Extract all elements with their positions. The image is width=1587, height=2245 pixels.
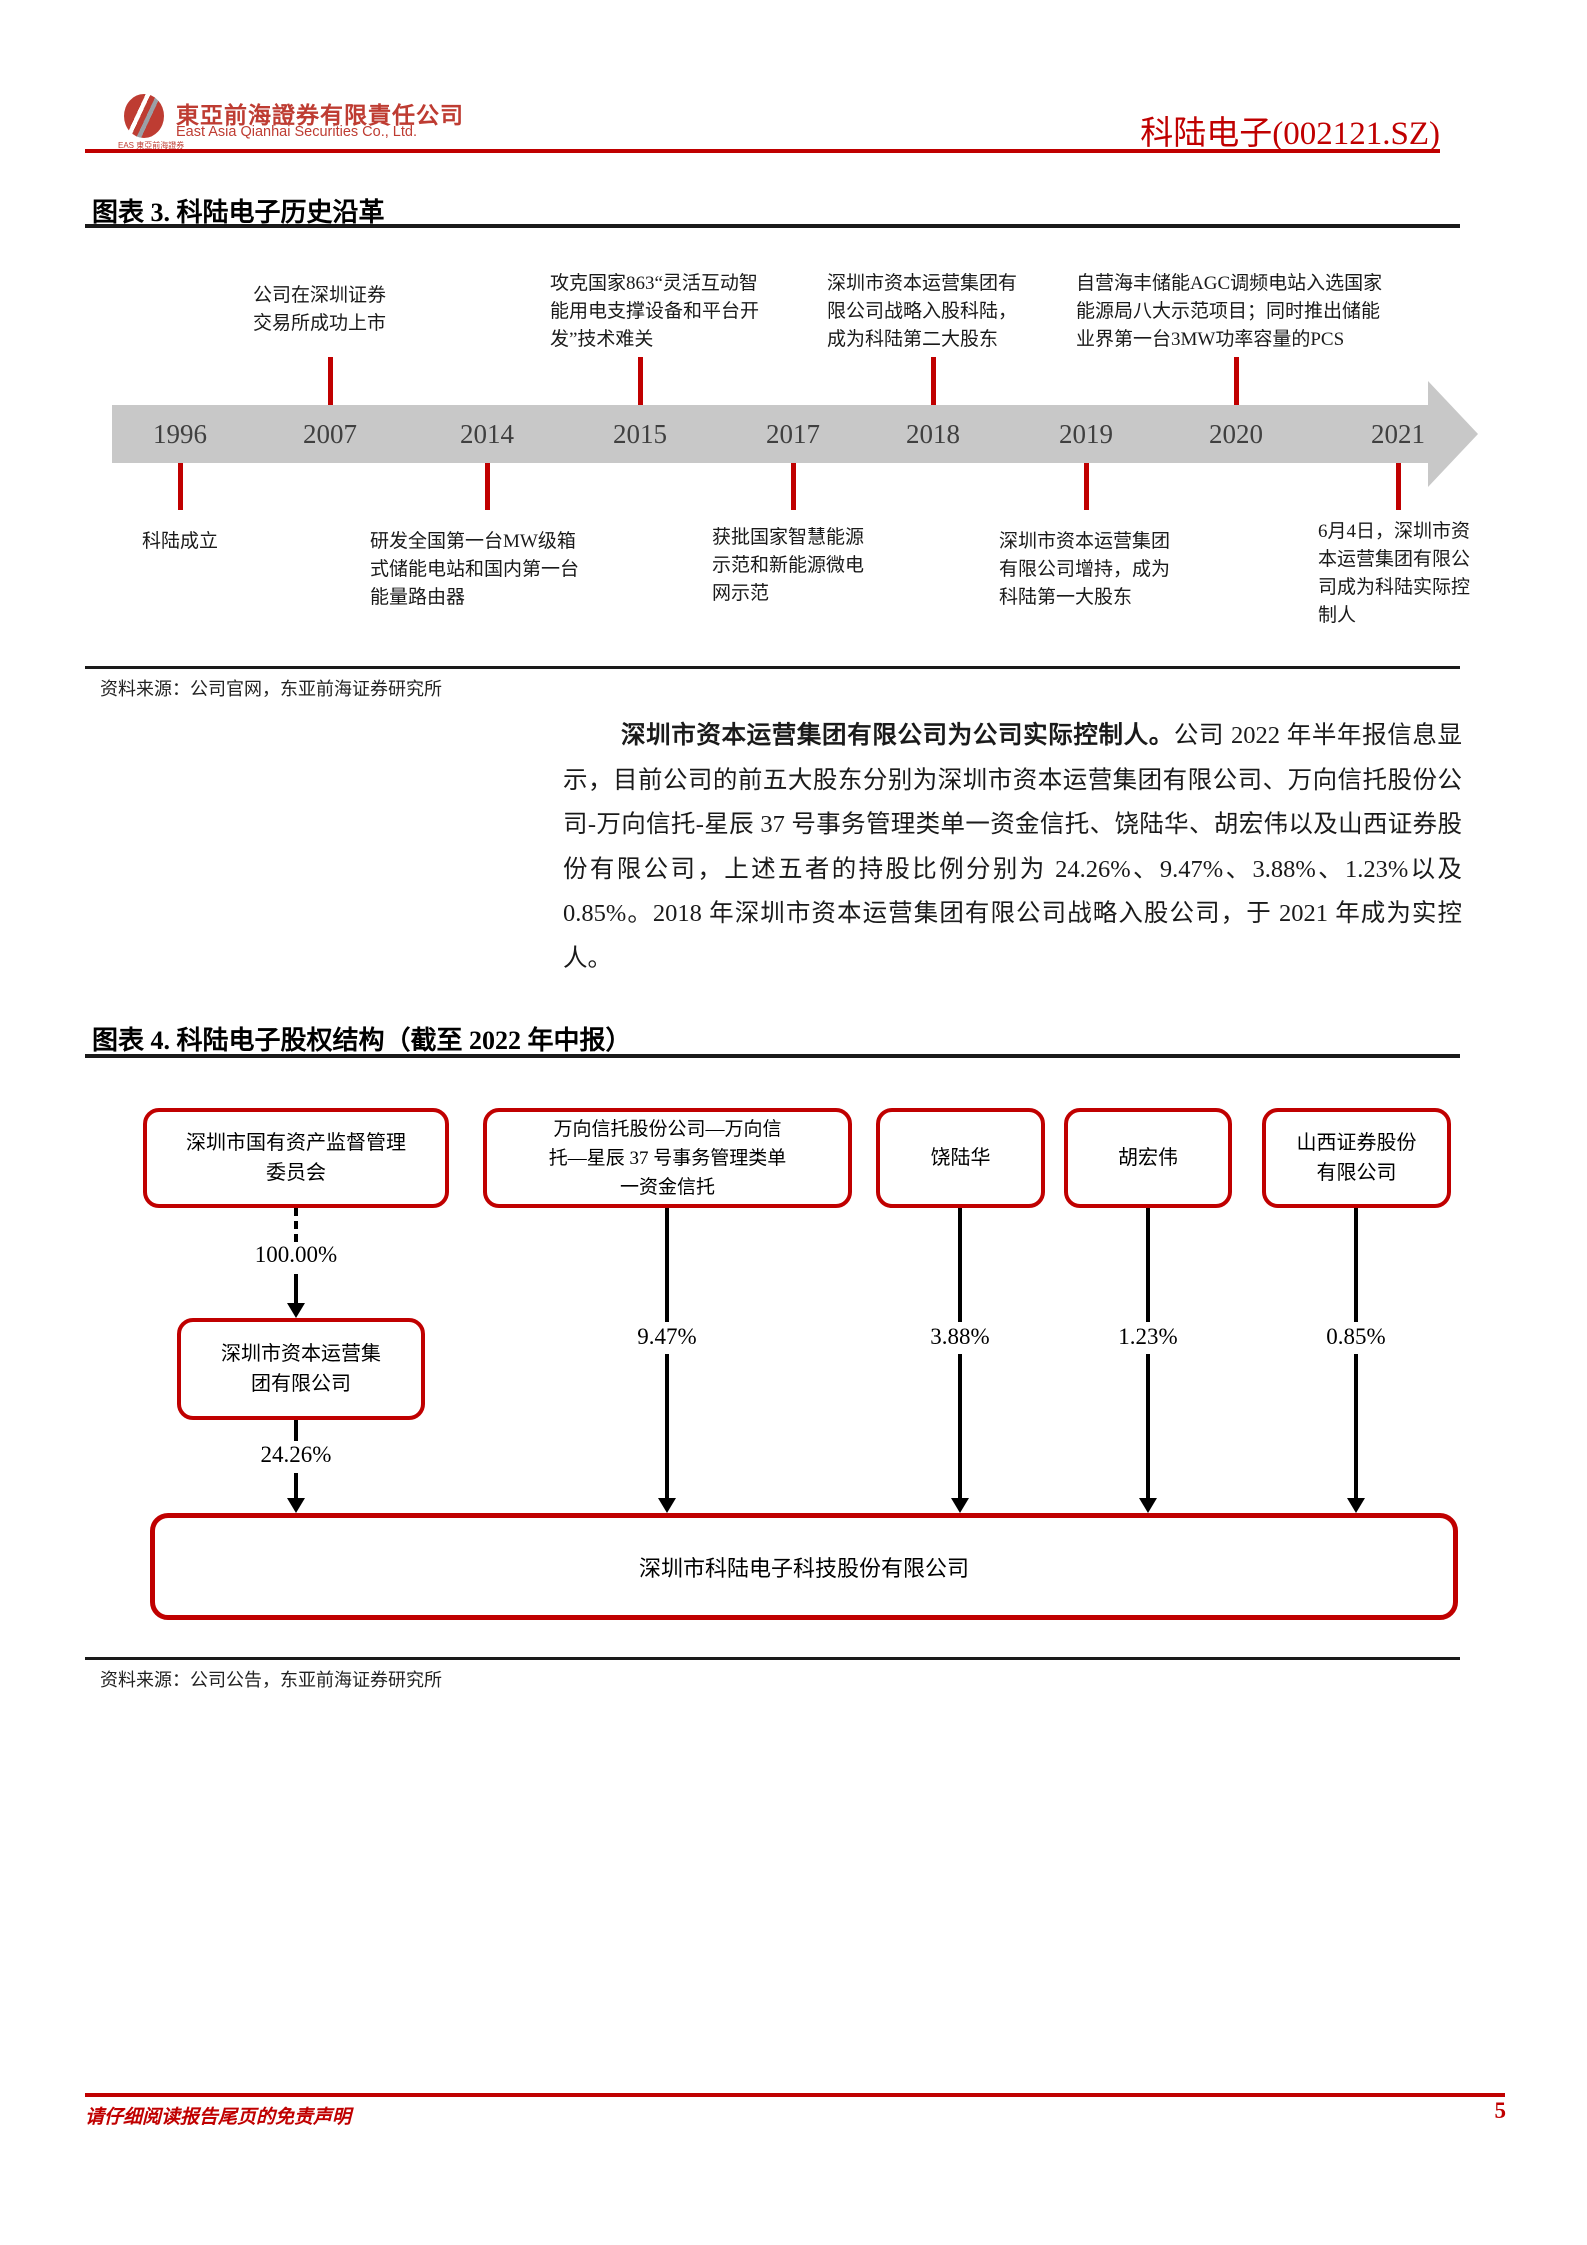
figure3-title: 图表 3. 科陆电子历史沿革 (92, 198, 385, 227)
pct-label-085: 0.85% (1326, 1324, 1386, 1349)
timeline-event-below-2017: 获批国家智慧能源 示范和新能源微电 网示范 (712, 527, 865, 604)
figure3-source: 资料来源：公司官网，东亚前海证券研究所 (100, 679, 442, 699)
figure3-bottom-rule (85, 666, 1460, 669)
shareholder-box-wanxiang-trust: 万向信托股份公司—万向信 托—星辰 37 号事务管理类单 一资金信托 (483, 1108, 852, 1208)
figure4-title: 图表 4. 科陆电子股权结构（截至 2022 年中报） (92, 1026, 632, 1055)
page-number: 5 (1494, 2098, 1507, 2123)
pct-label-123: 1.23% (1118, 1324, 1178, 1349)
arrowhead-into-capital (287, 1303, 305, 1318)
timeline-year-2019: 2019 (1059, 419, 1113, 449)
timeline-tick-1996 (178, 463, 183, 510)
timeline-year-2007: 2007 (303, 419, 357, 449)
timeline-tick-2019 (1084, 463, 1089, 510)
stock-title: 科陆电子(002121.SZ) (1140, 116, 1440, 152)
timeline-year-2015: 2015 (613, 419, 667, 449)
arrowhead-trust-company (658, 1498, 676, 1513)
footer-divider (85, 2093, 1505, 2097)
timeline-event-above-2020: 自营海丰储能AGC调频电站入选国家 能源局八大示范项目；同时推出储能 业界第一台… (1076, 273, 1383, 350)
header-divider (85, 149, 1440, 153)
paragraph-lead-bold: 深圳市资本运营集团有限公司为公司实际控制人。 (621, 722, 1174, 749)
timeline-band (112, 405, 1428, 463)
timeline-tick-2015 (638, 357, 643, 405)
timeline-event-above-2018: 深圳市资本运营集团有 限公司战略入股科陆， 成为科陆第二大股东 (827, 273, 1018, 350)
connector-trust-a (665, 1208, 669, 1322)
timeline-event-below-1996: 科陆成立 (142, 531, 219, 552)
connector-shanxi-b (1354, 1354, 1358, 1499)
connector-dashed-sasac (294, 1208, 298, 1242)
timeline-event-below-2019: 深圳市资本运营集团 有限公司增持，成为 科陆第一大股东 (999, 531, 1171, 608)
timeline-year-2020: 2020 (1209, 419, 1263, 449)
pct-label-2426: 24.26% (260, 1442, 332, 1467)
timeline-year-1996: 1996 (153, 419, 207, 449)
arrowhead-shanxi-company (1347, 1498, 1365, 1513)
figure4-bottom-rule (85, 1657, 1460, 1660)
timeline-year-2017: 2017 (766, 419, 820, 449)
connector-shanxi-a (1354, 1208, 1358, 1322)
connector-rao-b (958, 1354, 962, 1499)
footer-disclaimer: 请仔细阅读报告尾页的免责声明 (85, 2107, 352, 2128)
timeline-event-below-2021: 6月4日，深圳市资 本运营集团有限公 司成为科陆实际控 制人 (1318, 521, 1471, 626)
connector-hu-a (1146, 1208, 1150, 1322)
pct-label-947: 9.47% (637, 1324, 697, 1349)
arrowhead-capital-company (287, 1498, 305, 1513)
figure3-title-rule (85, 224, 1460, 228)
company-logo-icon (124, 94, 164, 138)
timeline-year-2018: 2018 (906, 419, 960, 449)
timeline-event-below-2014: 研发全国第一台MW级箱 式储能电站和国内第一台 能量路由器 (370, 531, 580, 608)
timeline-year-2014: 2014 (460, 419, 514, 449)
timeline-tick-2020 (1234, 357, 1239, 405)
body-paragraph: 深圳市资本运营集团有限公司为公司实际控制人。公司 2022 年半年报信息显示，目… (563, 714, 1462, 981)
connector-capital-a (294, 1420, 298, 1441)
arrowhead-rao-company (951, 1498, 969, 1513)
timeline-tick-2007 (328, 357, 333, 405)
paragraph-body: 公司 2022 年半年报信息显示，目前公司的前五大股东分别为深圳市资本运营集团有… (563, 722, 1462, 972)
connector-trust-b (665, 1354, 669, 1499)
shareholder-box-raoluhua: 饶陆华 (876, 1108, 1045, 1208)
timeline-year-2021: 2021 (1371, 419, 1425, 449)
timeline-tick-2017 (791, 463, 796, 510)
shareholder-box-sasac: 深圳市国有资产监督管理 委员会 (143, 1108, 449, 1208)
capital-group-box: 深圳市资本运营集 团有限公司 (177, 1318, 425, 1420)
timeline-tick-2021 (1396, 463, 1401, 510)
connector-sasac-capital (294, 1274, 298, 1304)
timeline-tick-2014 (485, 463, 490, 510)
target-company-box: 深圳市科陆电子科技股份有限公司 (150, 1513, 1458, 1620)
company-name-cn: 東亞前海證券有限責任公司 (176, 102, 464, 128)
timeline-tick-2018 (931, 357, 936, 405)
shareholder-box-huhongwei: 胡宏伟 (1064, 1108, 1232, 1208)
logo-caption: EAS 東亞前海證券 (118, 141, 185, 150)
timeline-event-above-2007: 公司在深圳证券 交易所成功上市 (253, 285, 387, 334)
timeline-event-above-2015: 攻克国家863“灵活互动智 能用电支撑设备和平台开 发”技术难关 (550, 273, 760, 350)
company-name-en: East Asia Qianhai Securities Co., Ltd. (176, 124, 417, 140)
pct-label-388: 3.88% (930, 1324, 990, 1349)
connector-hu-b (1146, 1354, 1150, 1499)
arrowhead-hu-company (1139, 1498, 1157, 1513)
timeline-arrowhead (1428, 381, 1478, 487)
pct-label-100: 100.00% (254, 1242, 338, 1267)
figure4-title-rule (85, 1054, 1460, 1058)
figure4-source: 资料来源：公司公告，东亚前海证券研究所 (100, 1670, 442, 1690)
shareholder-box-shanxi-securities: 山西证券股份 有限公司 (1262, 1108, 1451, 1208)
connector-rao-a (958, 1208, 962, 1322)
connector-capital-b (294, 1473, 298, 1499)
